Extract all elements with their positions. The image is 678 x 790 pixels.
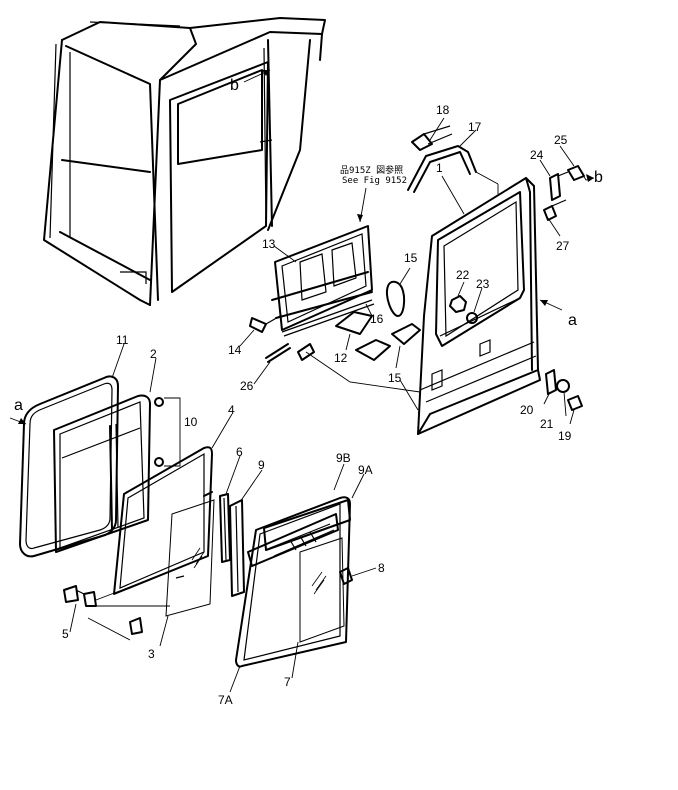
- bolt-27: [543, 199, 567, 221]
- view-marker-a-right: a: [539, 299, 577, 329]
- label-21: 21: [540, 417, 554, 431]
- door-1: [417, 177, 541, 435]
- label-22: 22: [456, 268, 470, 282]
- leader-lines: [69, 117, 575, 693]
- view-marker-b-top: b: [230, 69, 271, 94]
- label-2: 2: [150, 347, 157, 361]
- label-13: 13: [262, 237, 276, 251]
- reference-note-line2: See Fig 9152: [342, 176, 407, 186]
- label-6: 6: [236, 445, 243, 459]
- label-9A: 9A: [358, 463, 373, 477]
- seal-6: [219, 493, 231, 563]
- pin-26: [265, 343, 291, 363]
- grab-bar-17: [407, 145, 499, 193]
- clip: [297, 343, 315, 361]
- window-seal-11: [19, 375, 119, 558]
- label-14: 14: [228, 343, 242, 357]
- label-9: 9: [258, 458, 265, 472]
- label-20: 20: [520, 403, 534, 417]
- glass-7: [299, 537, 345, 643]
- label-23: 23: [476, 277, 490, 291]
- label-26: 26: [240, 379, 254, 393]
- marker-b-right-label: b: [594, 169, 603, 186]
- label-24: 24: [530, 148, 544, 162]
- marker-a-left-label: a: [14, 397, 23, 414]
- label-1: 1: [436, 161, 443, 175]
- label-27: 27: [556, 239, 570, 253]
- label-15-upper: 15: [404, 251, 418, 265]
- view-marker-a-left: a: [9, 397, 27, 425]
- striker-19: [567, 395, 583, 411]
- latch-8: [339, 567, 353, 585]
- label-4: 4: [228, 403, 235, 417]
- marker-a-right-label: a: [568, 312, 577, 329]
- bolt-18: [411, 125, 453, 151]
- latch-20: [545, 369, 557, 395]
- clips-10: [154, 397, 181, 467]
- reference-note: 品915Z 図参照 See Fig 9152: [340, 164, 407, 223]
- marker-b-top-label: b: [230, 77, 239, 94]
- label-17: 17: [468, 120, 482, 134]
- part-number-labels: 18 17 25 24 1 27 13 15 22 23 16 14 12 15…: [62, 103, 572, 707]
- bolt-14: [249, 315, 281, 333]
- label-7A: 7A: [218, 693, 233, 707]
- seal-9A: [263, 499, 351, 551]
- label-19: 19: [558, 429, 572, 443]
- label-9B: 9B: [336, 451, 351, 465]
- washer-23: [466, 312, 478, 324]
- window-frame-7A: [235, 496, 351, 668]
- nut-22: [449, 295, 467, 313]
- label-16: 16: [370, 312, 384, 326]
- plug-15-upper: [386, 280, 406, 317]
- label-15-lower: 15: [388, 371, 402, 385]
- channel-9: [229, 499, 245, 597]
- reference-note-line1: 品915Z 図参照: [340, 164, 403, 176]
- view-marker-b-right: b: [579, 169, 603, 186]
- side-panel-13: [271, 225, 373, 331]
- label-12: 12: [334, 351, 348, 365]
- label-11: 11: [116, 333, 129, 347]
- label-10: 10: [184, 415, 198, 429]
- label-5: 5: [62, 627, 69, 641]
- bolt-25: [557, 165, 585, 181]
- window-frame-2: [53, 394, 151, 553]
- label-3: 3: [148, 647, 155, 661]
- label-18: 18: [436, 103, 450, 117]
- label-25: 25: [554, 133, 568, 147]
- bolt-5: [63, 579, 149, 641]
- glass-3: [165, 499, 215, 617]
- cab-frame: [43, 17, 326, 306]
- label-8: 8: [378, 561, 385, 575]
- label-7: 7: [284, 675, 291, 689]
- window-frame-4: [113, 446, 213, 595]
- plug-15-lower: [355, 323, 421, 361]
- nut-21: [556, 379, 570, 393]
- seal-strip-16: [281, 299, 375, 337]
- bracket-24: [549, 173, 561, 201]
